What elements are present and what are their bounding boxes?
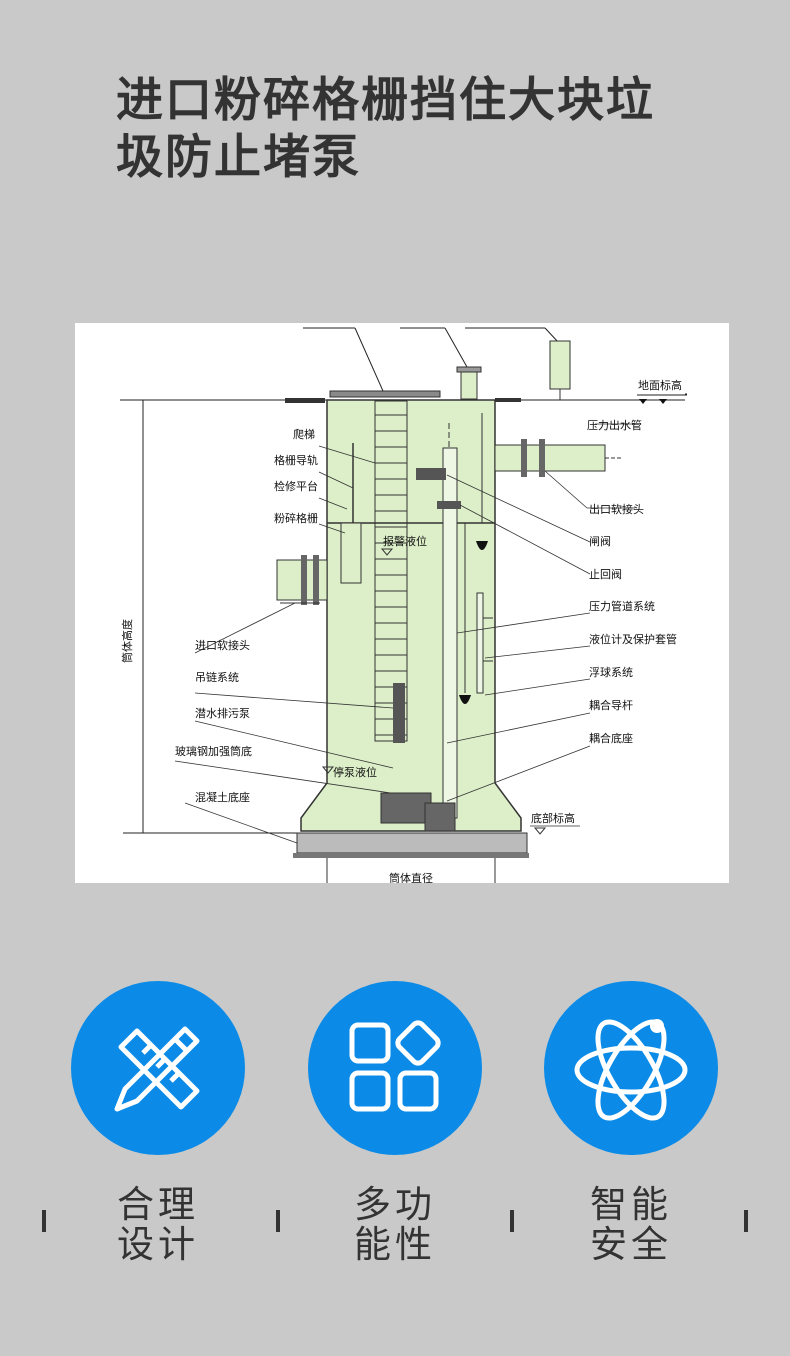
- apps-grid-icon: [349, 1020, 441, 1112]
- label-coupling-rod: 耦合导杆: [589, 698, 633, 712]
- feature-icon-circle: [544, 981, 718, 1155]
- label-chain-system: 吊链系统: [195, 670, 239, 684]
- coupling-base: [424, 802, 456, 832]
- divider-2: [276, 1210, 280, 1232]
- ground-hatch-left: [285, 398, 325, 403]
- label-crushing-grille: 粉碎格栅: [274, 511, 318, 525]
- label-grille-rail: 格栅导轨: [274, 453, 318, 467]
- label-level-gauge: 液位计及保护套管: [589, 632, 677, 646]
- concrete-base: [296, 832, 528, 854]
- label-barrel-diameter: 筒体直径: [389, 871, 433, 883]
- tank-lid: [329, 390, 441, 398]
- page-headline: 进口粉碎格栅挡住大块垃 圾防止堵泵: [116, 72, 716, 186]
- check-valve: [437, 501, 461, 509]
- label-pressure-outlet: 压力出水管: [587, 418, 642, 432]
- ground-hatch-right: [495, 398, 521, 402]
- headline-line-2: 圾防止堵泵: [116, 130, 361, 185]
- divider-3: [510, 1210, 514, 1232]
- gate-valve: [416, 468, 446, 480]
- label-alarm-level: 报警液位: [383, 534, 427, 548]
- label-ground-level: 地面标高: [638, 378, 682, 392]
- submersible-pump: [380, 792, 432, 824]
- feature-icon-circle: [71, 981, 245, 1155]
- divider-1: [42, 1210, 46, 1232]
- headline-line-1: 进口粉碎格栅挡住大块垃: [116, 73, 655, 128]
- float-ball-upper: [476, 541, 488, 550]
- float-ball-lower: [459, 695, 471, 704]
- label-barrel-height: 筒体高度: [120, 619, 134, 663]
- label-submersible-pump: 潜水排污泵: [195, 706, 250, 720]
- chain: [393, 683, 405, 743]
- label-ladder: 爬梯: [293, 428, 315, 441]
- feature-text-line-1: 合理: [117, 1183, 199, 1226]
- label-outlet-flex-joint: 出口软接头: [589, 502, 644, 516]
- divider-4: [744, 1210, 748, 1232]
- label-maintenance-platform: 检修平台: [274, 479, 318, 493]
- feature-text-line-2: 能性: [354, 1223, 436, 1266]
- crushing-grille-frame: [340, 522, 362, 584]
- ground-level-marker: [637, 394, 687, 404]
- height-dimension: [123, 399, 325, 834]
- feature-multifunction: 多功 能性: [307, 981, 483, 1265]
- feature-text-line-1: 智能: [590, 1183, 672, 1226]
- label-coupling-base: 耦合底座: [589, 731, 633, 745]
- label-frp-bottom: 玻璃钢加强筒底: [175, 744, 252, 758]
- pump-station-diagram: 地面标高 筒体高度: [75, 323, 729, 883]
- atom-icon: [574, 1019, 688, 1121]
- label-pressure-pipe-system: 压力管道系统: [589, 599, 655, 613]
- vent-pipe: [460, 368, 478, 400]
- label-check-valve: 止回阀: [589, 567, 622, 581]
- label-inlet-flex-joint: 进口软接头: [195, 638, 250, 652]
- feature-text-line-2: 设计: [117, 1223, 199, 1266]
- feature-icon-circle: [308, 981, 482, 1155]
- feature-text-line-2: 安全: [590, 1223, 672, 1266]
- level-gauge: [476, 592, 484, 694]
- leader-lines: [174, 423, 635, 844]
- outlet-pipe: [494, 444, 606, 472]
- label-concrete-base: 混凝土底座: [195, 790, 250, 804]
- label-gate-valve: 闸阀: [589, 534, 611, 548]
- label-bottom-level: 底部标高: [531, 811, 575, 825]
- control-box: [549, 340, 571, 390]
- label-float-system: 浮球系统: [589, 665, 633, 679]
- label-stop-level: 停泵液位: [333, 765, 377, 779]
- feature-smart-safety: 智能 安全: [543, 981, 719, 1265]
- feature-text-line-1: 多功: [354, 1183, 436, 1226]
- top-leader-lines: [303, 327, 560, 392]
- pencil-ruler-icon: [114, 1026, 200, 1112]
- feature-rational-design: 合理 设计: [70, 981, 246, 1265]
